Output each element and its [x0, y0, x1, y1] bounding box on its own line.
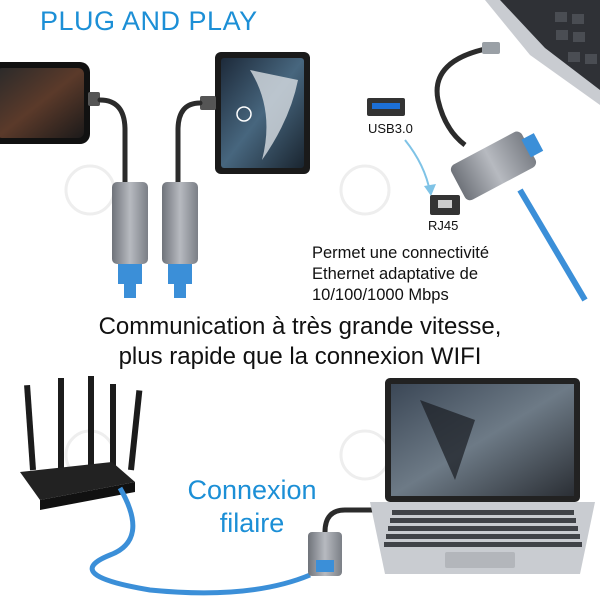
usb-cable-right: [434, 45, 491, 147]
arrow-icon: [404, 139, 431, 193]
headline: Communication à très grande vitesse, plu…: [0, 312, 600, 372]
usb-port-icon: [367, 98, 405, 116]
feature-line-3: 10/100/1000 Mbps: [312, 286, 449, 304]
adapter-cables: [97, 97, 203, 188]
ethernet-cable-bottom: [89, 486, 311, 596]
page-title: PLUG AND PLAY: [40, 6, 258, 36]
rj45-port-label: RJ45: [428, 218, 459, 233]
usb-port-label: USB3.0: [368, 121, 413, 136]
phone-image: [0, 62, 100, 144]
usb-ethernet-adapter-right: [450, 131, 544, 201]
headline-line-2: plus rapide que la connexion WIFI: [118, 343, 482, 370]
headline-line-1: Communication à très grande vitesse,: [98, 313, 502, 340]
wired-line-1: Connexion: [187, 475, 317, 505]
feature-line-1: Permet une connectivité: [312, 244, 490, 262]
laptop-corner-image: [485, 0, 600, 105]
wired-line-2: filaire: [219, 508, 285, 538]
tablet-image: [200, 52, 310, 174]
laptop-image: [370, 378, 595, 574]
usb-ethernet-adapter-bottom: [308, 507, 380, 576]
wired-connection-label: Connexion filaire: [172, 474, 332, 540]
ethernet-cable-right: [517, 188, 588, 302]
feature-text: Permet une connectivité Ethernet adaptat…: [312, 243, 489, 306]
router-image: [20, 376, 143, 510]
feature-line-2: Ethernet adaptative de: [312, 265, 479, 283]
usb-ethernet-adapter-left: [112, 182, 198, 298]
rj45-port-icon: [430, 195, 460, 215]
